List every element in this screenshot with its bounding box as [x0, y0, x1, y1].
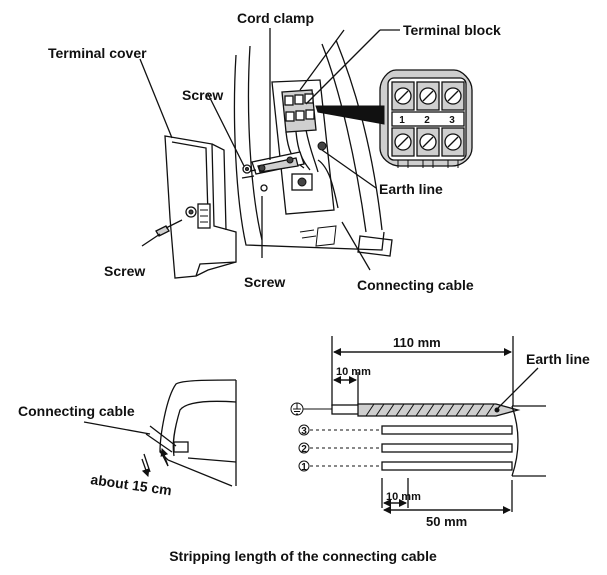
conductor-marker-2: 2	[301, 444, 307, 455]
unit-side-view	[141, 379, 237, 487]
cord-clamp-label: Cord clamp	[237, 10, 314, 26]
cable-length-label: about 15 cm	[90, 471, 173, 498]
screw-left	[155, 219, 183, 237]
leader-lines-top	[139, 28, 400, 271]
earth-line-right-label: Earth line	[526, 351, 590, 367]
dim-total-label: 110 mm	[393, 335, 441, 350]
stripping-diagram	[290, 336, 546, 514]
terminal-compartment	[271, 79, 339, 215]
dim-sheath-label: 50 mm	[426, 514, 467, 529]
screw-top-label: Screw	[182, 87, 223, 103]
terminal-number-2: 2	[424, 115, 430, 126]
terminal-number-1: 1	[399, 115, 405, 126]
connecting-cable-left-leader	[83, 421, 151, 435]
terminal-block-label: Terminal block	[403, 22, 501, 38]
magnify-wedge	[315, 105, 385, 125]
terminal-block-inset: 1 2 3	[379, 69, 473, 168]
screw-bottom-label: Screw	[244, 274, 285, 290]
terminal-number-3: 3	[449, 115, 455, 126]
diagram-caption: Stripping length of the connecting cable	[169, 548, 437, 564]
terminal-cover-label: Terminal cover	[48, 45, 147, 61]
dim-conductor-strip-label: 10 mm	[386, 491, 421, 503]
connecting-cable-top-label: Connecting cable	[357, 277, 474, 293]
conductor-marker-1: 1	[301, 462, 307, 473]
earth-line-top-label: Earth line	[379, 181, 443, 197]
terminal-cover	[164, 135, 237, 279]
conductor-marker-3: 3	[301, 426, 307, 437]
dim-earth-strip-label: 10 mm	[336, 366, 371, 378]
screw-top	[242, 164, 252, 174]
connecting-cable-left-label: Connecting cable	[18, 403, 135, 419]
screw-left-label: Screw	[104, 263, 145, 279]
